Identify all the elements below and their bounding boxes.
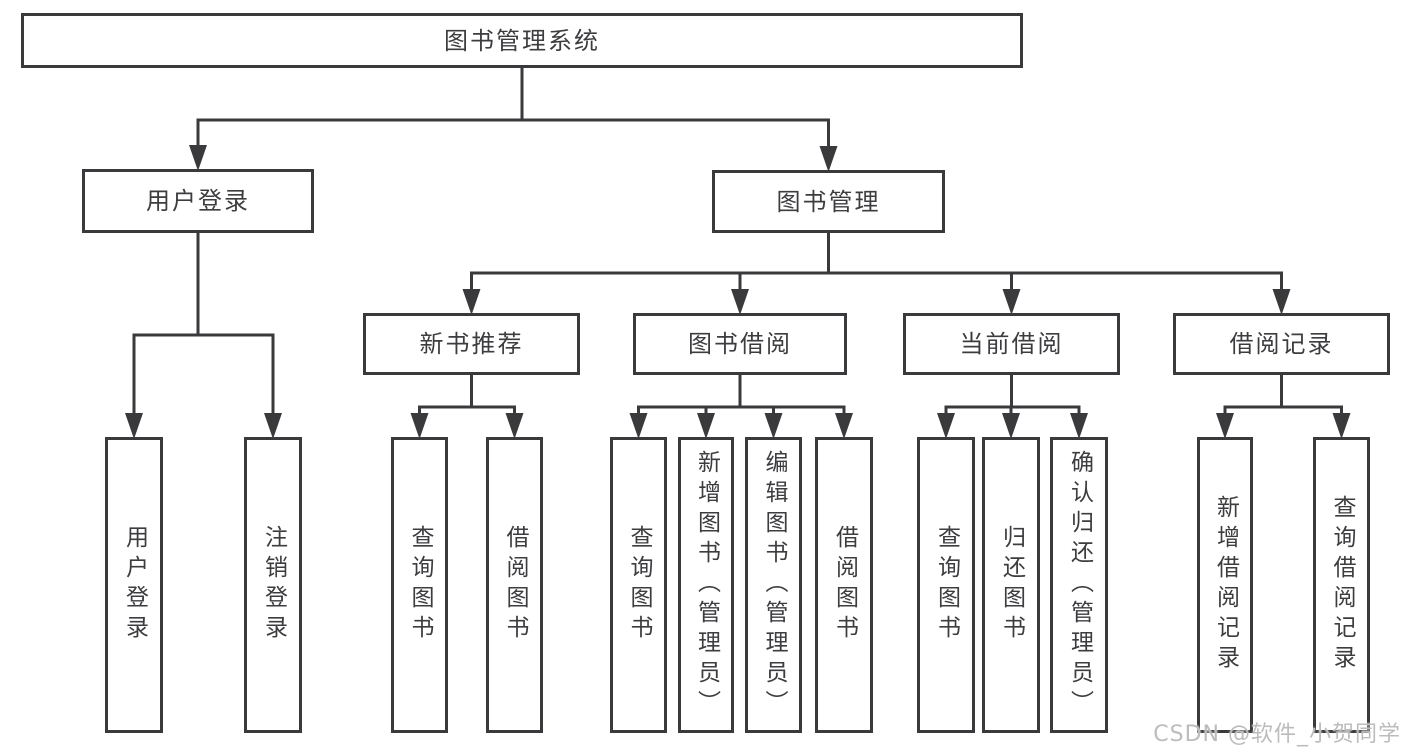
arrowhead-icon — [505, 413, 524, 439]
node-leaf-bb-add: 新增图书（管理员） — [678, 437, 734, 733]
node-leaf-nb-query-label: 查询图书 — [407, 525, 433, 645]
arrowhead-icon — [764, 413, 783, 439]
node-leaf-br-add: 新增借阅记录 — [1197, 437, 1253, 733]
node-leaf-cb-return: 归还图书 — [982, 437, 1040, 733]
arrowhead-icon — [697, 413, 715, 439]
node-root: 图书管理系统 — [21, 13, 1023, 68]
node-leaf-cb-confirm: 确认归还（管理员） — [1050, 437, 1108, 733]
arrowhead-icon — [189, 145, 207, 171]
node-book-mgmt-label: 图书管理 — [776, 187, 881, 216]
node-leaf-nb-borrow: 借阅图书 — [486, 437, 543, 733]
node-leaf-bb-query: 查询图书 — [610, 437, 667, 733]
node-book-mgmt: 图书管理 — [712, 170, 945, 233]
arrowhead-icon — [1002, 289, 1021, 315]
node-leaf-logout-label: 注销登录 — [260, 525, 287, 645]
arrowhead-icon — [1216, 413, 1234, 439]
node-book-borrow-label: 图书借阅 — [688, 330, 792, 358]
node-leaf-bb-add-label: 新增图书（管理员） — [693, 450, 720, 720]
node-user-login-label: 用户登录 — [146, 187, 250, 215]
node-root-label: 图书管理系统 — [444, 26, 600, 55]
node-leaf-cb-confirm-label: 确认归还（管理员） — [1066, 450, 1093, 720]
node-leaf-nb-query: 查询图书 — [391, 437, 448, 733]
arrowhead-icon — [629, 413, 648, 439]
node-borrow-record: 借阅记录 — [1173, 313, 1390, 375]
csdn-watermark: CSDN @软件_小贺同学 — [1153, 722, 1401, 747]
arrowhead-icon — [835, 413, 853, 439]
node-leaf-br-query: 查询借阅记录 — [1313, 437, 1370, 733]
node-leaf-br-query-label: 查询借阅记录 — [1329, 495, 1355, 675]
node-leaf-bb-borrow: 借阅图书 — [815, 437, 873, 733]
arrowhead-icon — [937, 413, 955, 439]
node-leaf-br-add-label: 新增借阅记录 — [1212, 495, 1239, 675]
arrowhead-icon — [410, 413, 429, 439]
node-user-login: 用户登录 — [82, 169, 314, 233]
arrowhead-icon — [264, 413, 282, 439]
arrowhead-icon — [1002, 413, 1020, 439]
node-leaf-user-login-label: 用户登录 — [121, 525, 148, 645]
arrowhead-icon — [125, 413, 143, 439]
node-new-book-rec: 新书推荐 — [363, 313, 580, 375]
node-leaf-nb-borrow-label: 借阅图书 — [502, 525, 528, 645]
node-leaf-bb-edit: 编辑图书（管理员） — [745, 437, 802, 733]
arrowhead-icon — [819, 146, 838, 172]
node-leaf-logout: 注销登录 — [244, 437, 302, 733]
node-leaf-bb-edit-label: 编辑图书（管理员） — [761, 450, 787, 720]
arrowhead-icon — [462, 289, 481, 315]
node-leaf-cb-query-label: 查询图书 — [933, 525, 960, 645]
node-leaf-cb-return-label: 归还图书 — [998, 525, 1025, 645]
node-leaf-bb-query-label: 查询图书 — [626, 525, 652, 645]
node-leaf-user-login: 用户登录 — [105, 437, 163, 733]
arrowhead-icon — [731, 289, 749, 315]
node-leaf-bb-borrow-label: 借阅图书 — [831, 525, 858, 645]
arrowhead-icon — [1272, 289, 1291, 315]
arrowhead-icon — [1332, 413, 1351, 439]
arrowhead-icon — [1070, 413, 1088, 439]
node-new-book-rec-label: 新书推荐 — [419, 330, 524, 358]
node-current-borrow: 当前借阅 — [903, 313, 1120, 375]
node-book-borrow: 图书借阅 — [633, 313, 847, 375]
node-current-borrow-label: 当前借阅 — [959, 330, 1064, 358]
node-borrow-record-label: 借阅记录 — [1229, 330, 1334, 358]
node-leaf-cb-query: 查询图书 — [917, 437, 975, 733]
